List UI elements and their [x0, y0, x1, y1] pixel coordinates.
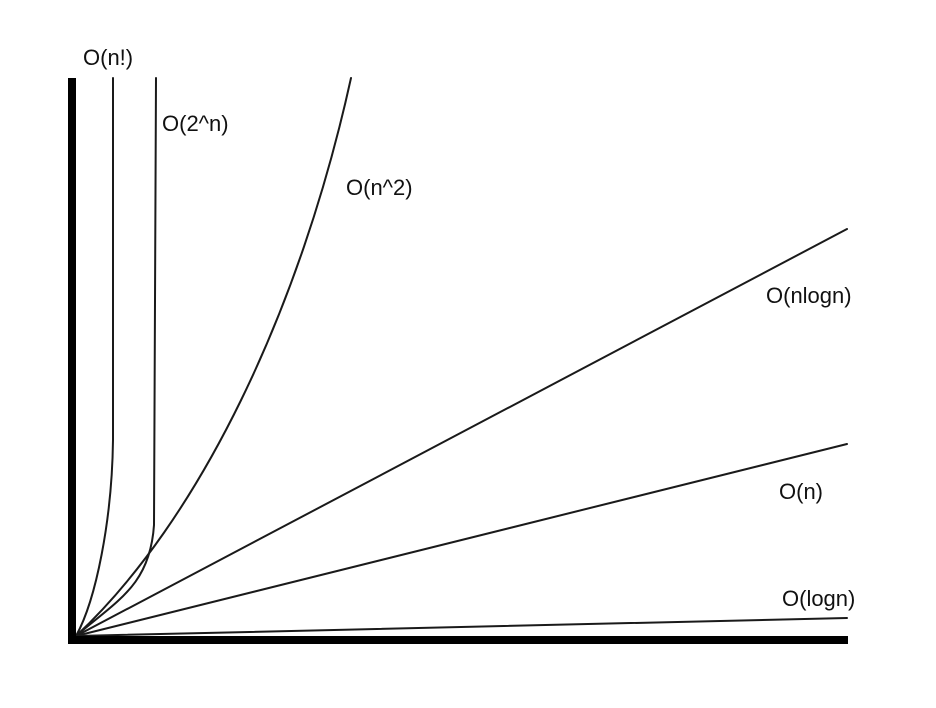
x-axis — [68, 636, 848, 644]
curve-factorial — [75, 77, 114, 637]
label-linear: O(n) — [779, 479, 823, 504]
label-log: O(logn) — [782, 586, 855, 611]
y-axis — [68, 78, 76, 644]
label-factorial: O(n!) — [83, 45, 133, 70]
curve-log — [75, 617, 848, 637]
label-nlogn: O(nlogn) — [766, 283, 852, 308]
label-quadratic: O(n^2) — [346, 175, 413, 200]
curve-linear — [75, 443, 848, 637]
label-exponential: O(2^n) — [162, 111, 229, 136]
curve-quadratic — [75, 77, 352, 637]
curve-exponential — [75, 77, 157, 637]
curve-nlogn — [75, 228, 848, 637]
